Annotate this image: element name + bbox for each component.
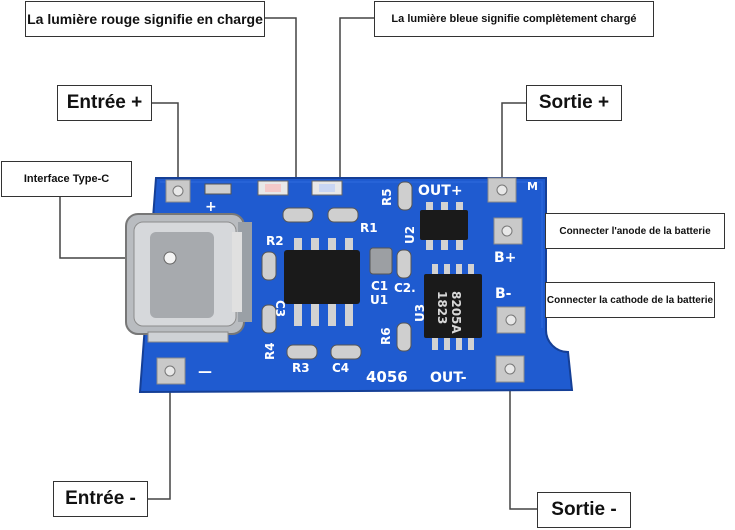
silk-out-plus: OUT+ — [418, 183, 463, 199]
label-input-minus: Entrée - — [53, 481, 148, 517]
type-c-connector — [125, 213, 252, 343]
label-blue-light: La lumière bleue signifie complètement c… — [374, 1, 654, 37]
led-indicators — [204, 180, 343, 196]
label-type-c: Interface Type-C — [1, 161, 132, 197]
chip-u1 — [284, 238, 360, 326]
chip-u2 — [420, 202, 468, 250]
silk-plus-mark: + — [205, 199, 217, 215]
label-battery-cathode: Connecter la cathode de la batterie — [545, 282, 715, 318]
leader-input-minus — [148, 372, 171, 500]
chip-u3-line2: 1823 — [435, 291, 449, 324]
leader-output-minus — [509, 370, 537, 510]
silk-u2: U2 — [403, 226, 417, 244]
label-battery-anode: Connecter l'anode de la batterie — [545, 213, 725, 249]
silk-r6: R6 — [379, 327, 393, 345]
silk-b-plus: B+ — [494, 250, 516, 266]
label-output-plus: Sortie + — [526, 85, 622, 121]
silk-u1: U1 — [370, 293, 388, 307]
silk-r3: R3 — [292, 361, 310, 375]
leader-output-plus — [501, 102, 526, 190]
silk-c4: C4 — [332, 361, 349, 375]
smd-parts — [261, 181, 413, 360]
label-output-minus: Sortie - — [537, 492, 631, 528]
silk-c3: C3 — [273, 300, 287, 317]
silk-r4: R4 — [263, 342, 277, 360]
silk-minus-mark: — — [198, 364, 212, 380]
silk-u3: U3 — [413, 304, 427, 322]
corner-pads — [156, 177, 526, 385]
silkscreen-labels: OUT+ OUT- B+ B- 4056 R1 R2 R3 C4 C1 U1 C… — [198, 180, 538, 386]
silk-b-minus: B- — [495, 286, 512, 302]
leader-red-light — [265, 17, 297, 212]
silk-c1: C1 — [371, 279, 388, 293]
label-input-plus: Entrée + — [57, 85, 152, 121]
chip-u3-line1: 8205A — [449, 291, 463, 334]
leader-input-plus — [152, 102, 179, 190]
silk-r1: R1 — [360, 221, 378, 235]
chip-u3: 8205A 1823 — [424, 264, 482, 350]
label-red-light: La lumière rouge signifie en charge — [25, 1, 265, 37]
leader-blue-light — [339, 17, 374, 212]
silk-board-id: 4056 — [366, 368, 408, 386]
silk-c2: C2. — [394, 281, 416, 295]
silk-m-mark: M — [527, 180, 538, 193]
silk-out-minus: OUT- — [430, 370, 467, 386]
silk-r5: R5 — [380, 188, 394, 206]
silk-r2: R2 — [266, 234, 284, 248]
